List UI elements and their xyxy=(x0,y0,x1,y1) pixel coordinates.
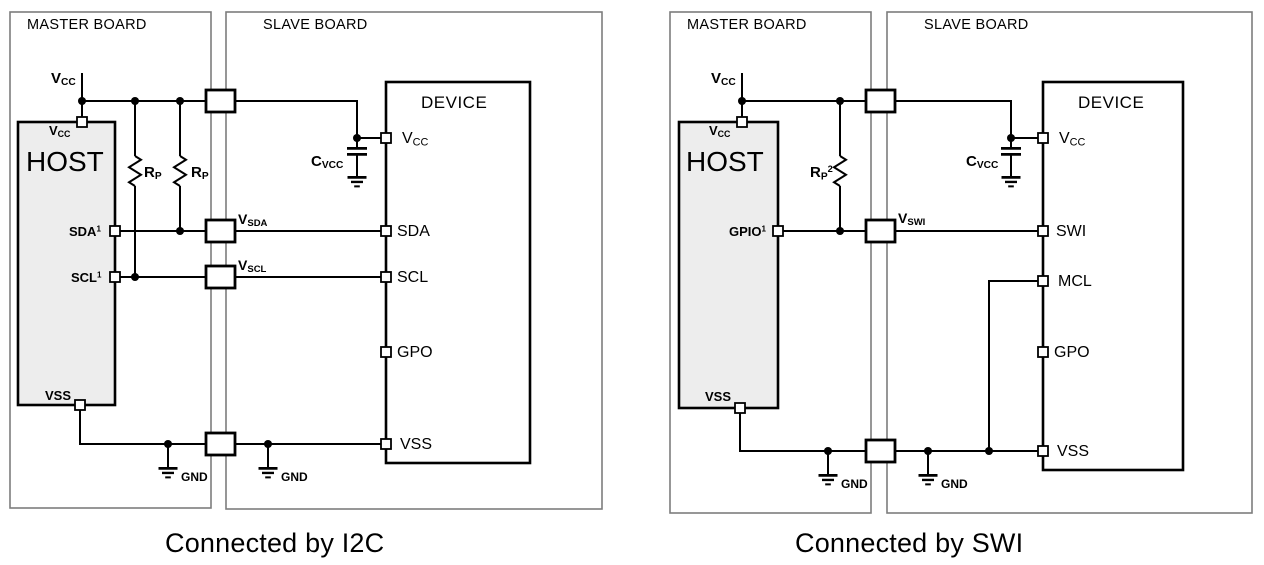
swi-caption: Connected by SWI xyxy=(795,528,1024,558)
i2c-host-vss-pin-label: VSS xyxy=(45,388,72,403)
i2c-pin-squares xyxy=(74,116,392,450)
swi-pullup-resistor-symbol xyxy=(832,155,848,187)
swi-rp-label: RP2 xyxy=(810,164,833,183)
swi-host-box xyxy=(677,120,780,410)
i2c-host-box xyxy=(16,120,117,407)
i2c-junction-dots xyxy=(78,97,361,448)
i2c-vscl-net-label: VSCL xyxy=(238,257,267,276)
swi-device-vcc-pin-label: VCC xyxy=(1059,130,1086,149)
swi-bypass-capacitor-symbol xyxy=(1001,138,1021,176)
i2c-master-board-outline xyxy=(9,11,212,509)
swi-device-mcl-pin-label: MCL xyxy=(1058,273,1092,290)
i2c-diagram xyxy=(9,11,603,510)
i2c-bypass-capacitor-symbol xyxy=(347,138,367,176)
swi-slave-board-outline xyxy=(886,11,1253,514)
swi-wires xyxy=(739,73,1040,474)
i2c-rp1-label: RP xyxy=(144,164,162,183)
swi-gnd-label-slave: GND xyxy=(941,477,968,491)
i2c-pullup-resistor-symbols xyxy=(127,155,188,187)
i2c-device-gpo-pin-label: GPO xyxy=(397,344,433,361)
swi-master-board-outline xyxy=(669,11,872,514)
swi-host-vss-pin-label: VSS xyxy=(705,389,732,404)
swi-gnd-label-master: GND xyxy=(841,477,868,491)
swi-cvcc-label: CVCC xyxy=(966,153,999,172)
i2c-cvcc-label: CVCC xyxy=(311,153,344,172)
swi-junction-dots xyxy=(738,97,1015,455)
i2c-device-vcc-pin-label: VCC xyxy=(402,130,429,149)
i2c-caption: Connected by I2C xyxy=(165,528,385,558)
swi-device-gpo-pin-label: GPO xyxy=(1054,344,1090,361)
swi-ground-symbols xyxy=(818,176,1021,486)
i2c-master-board-label: MASTER BOARD xyxy=(27,17,147,33)
i2c-gnd-label-master: GND xyxy=(181,470,208,484)
i2c-device-sda-pin-label: SDA xyxy=(397,223,430,240)
i2c-host-vcc-pin-label: VCC xyxy=(49,123,71,139)
i2c-rp2-label: RP xyxy=(191,164,209,183)
i2c-slave-board-label: SLAVE BOARD xyxy=(263,17,368,33)
i2c-vcc-rail-label: VCC xyxy=(51,70,76,89)
i2c-gnd-label-slave: GND xyxy=(281,470,308,484)
swi-device-vss-pin-label: VSS xyxy=(1057,443,1090,460)
swi-device-box xyxy=(1041,80,1185,472)
i2c-ground-symbols xyxy=(158,176,367,479)
i2c-vsda-net-label: VSDA xyxy=(238,211,268,230)
i2c-device-scl-pin-label: SCL xyxy=(397,269,429,286)
i2c-device-title: DEVICE xyxy=(421,93,488,112)
swi-device-swi-pin-label: SWI xyxy=(1056,223,1087,240)
swi-pin-squares xyxy=(734,116,1049,457)
swi-master-board-label: MASTER BOARD xyxy=(687,17,807,33)
swi-host-title: HOST xyxy=(686,146,764,177)
swi-host-vcc-pin-label: VCC xyxy=(709,123,731,139)
i2c-host-sda-pin-label: SDA1 xyxy=(69,224,101,239)
i2c-device-vss-pin-label: VSS xyxy=(400,436,433,453)
i2c-host-title: HOST xyxy=(26,146,104,177)
swi-vswi-net-label: VSWI xyxy=(898,210,926,229)
swi-device-title: DEVICE xyxy=(1078,93,1145,112)
swi-board-connectors xyxy=(864,88,897,464)
i2c-slave-board-outline xyxy=(225,11,603,510)
swi-slave-board-label: SLAVE BOARD xyxy=(924,17,1029,33)
swi-vcc-rail-label: VCC xyxy=(711,70,736,89)
swi-diagram xyxy=(669,11,1253,514)
swi-host-gpio-pin-label: GPIO1 xyxy=(729,224,766,239)
i2c-board-connectors xyxy=(204,88,237,457)
i2c-host-scl-pin-label: SCL1 xyxy=(71,270,102,285)
